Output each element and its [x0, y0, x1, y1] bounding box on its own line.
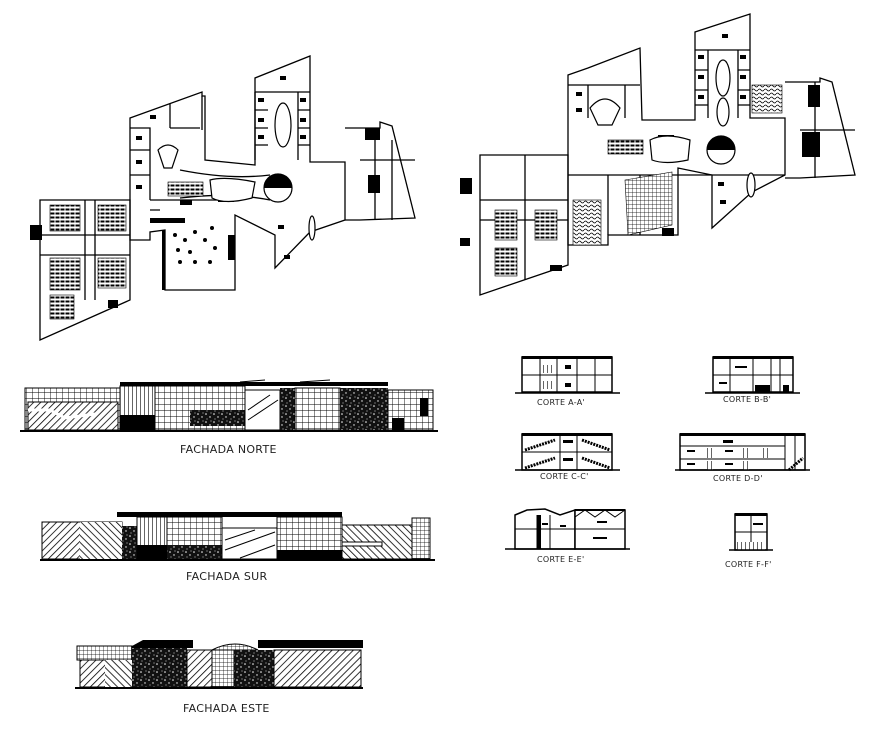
floor-plan-ground: [0, 0, 440, 350]
section-b-label: CORTE B-B': [723, 395, 772, 404]
section-d-drawing: [675, 433, 810, 472]
section-f-drawing: [729, 513, 773, 551]
section-b: CORTE B-B': [705, 355, 805, 410]
section-a-label: CORTE A-A': [537, 398, 586, 407]
facade-south-label: FACHADA SUR: [186, 570, 268, 583]
section-a: CORTE A-A': [515, 355, 625, 410]
facade-north: FACHADA NORTE: [20, 379, 440, 460]
section-f: CORTE F-F': [725, 512, 795, 572]
floor-plan-drawing: [460, 13, 856, 296]
floor-plan-upper: [440, 0, 870, 310]
section-d-label: CORTE D-D': [713, 474, 763, 483]
facade-south: FACHADA SUR: [40, 510, 440, 590]
section-d: CORTE D-D': [675, 432, 815, 487]
section-e-label: CORTE E-E': [537, 555, 585, 564]
section-c-label: CORTE C-C': [540, 472, 589, 481]
section-e: CORTE E-E': [505, 505, 635, 565]
section-a-drawing: [515, 356, 620, 394]
facade-east-drawing: [75, 640, 363, 689]
section-f-label: CORTE F-F': [725, 560, 772, 569]
facade-south-drawing: [40, 512, 435, 561]
facade-east: FACHADA ESTE: [75, 638, 375, 718]
section-e-drawing: [505, 508, 630, 550]
section-c-drawing: [515, 433, 620, 471]
facade-east-label: FACHADA ESTE: [183, 702, 270, 715]
section-c: CORTE C-C': [515, 432, 625, 487]
facade-north-label: FACHADA NORTE: [180, 443, 277, 456]
section-b-drawing: [705, 356, 800, 394]
facade-north-drawing: [20, 379, 438, 432]
floor-plan-drawing: [30, 55, 416, 342]
